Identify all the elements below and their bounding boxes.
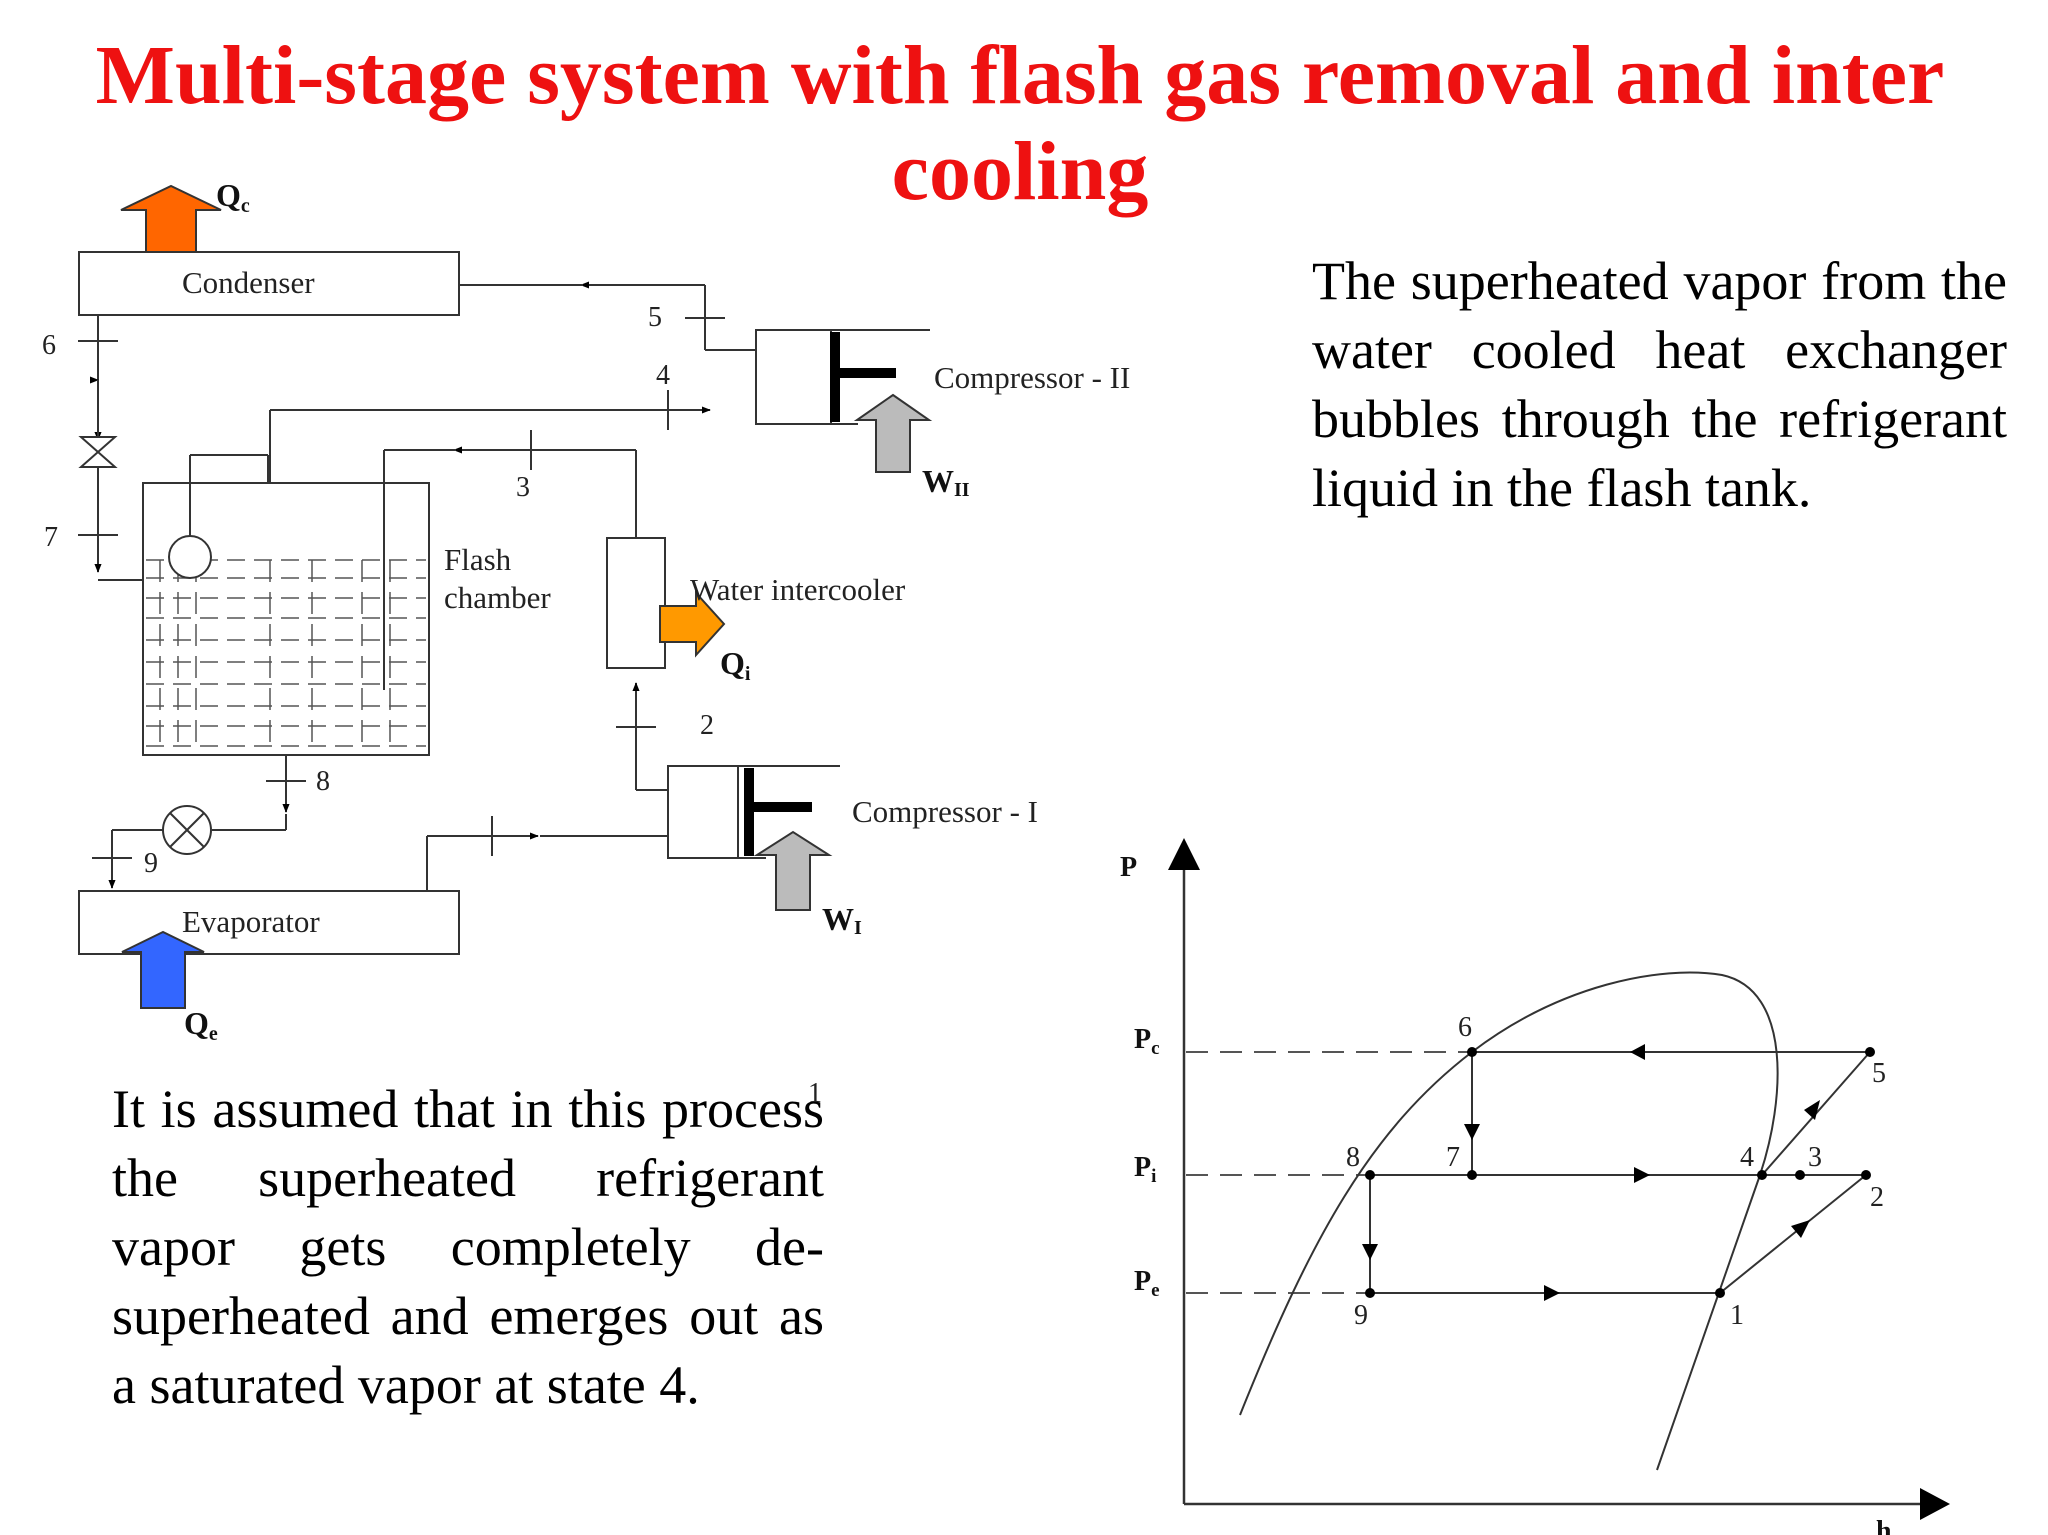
work-input-1-arrow-icon — [753, 830, 833, 911]
heat-rejection-arrow-icon — [120, 184, 222, 259]
state-7-label: 7 — [44, 522, 58, 553]
w1-label: WI — [822, 901, 862, 939]
state-3-label: 3 — [516, 472, 530, 503]
schematic — [78, 184, 933, 1009]
schematic-labels: Condenser Evaporator Flash chamber Water… — [42, 177, 1130, 1109]
y-axis-arrow-icon — [1168, 838, 1200, 870]
state-5-label: 5 — [648, 302, 662, 333]
description-flash-tank: The superheated vapor from the water coo… — [1312, 251, 2007, 518]
ph-point-9: 9 — [1354, 1300, 1368, 1331]
state-6-label: 6 — [42, 330, 56, 361]
description-assumption: It is assumed that in this process the s… — [112, 1079, 824, 1415]
page-title: Multi-stage system with flash gas remova… — [95, 29, 1945, 218]
ph-point-5: 5 — [1872, 1058, 1886, 1089]
intercooler-label: Water intercooler — [690, 572, 906, 607]
qe-label: Qe — [184, 1005, 218, 1045]
x-axis-label: h — [1876, 1516, 1892, 1535]
intercooler-heat-arrow-icon — [659, 590, 726, 658]
work-input-2-arrow-icon — [853, 393, 933, 473]
condenser — [78, 251, 460, 316]
ph-point-7: 7 — [1446, 1142, 1460, 1173]
state-2-label: 2 — [700, 710, 714, 741]
pc-label: Pc — [1134, 1024, 1160, 1059]
pe-label: Pe — [1134, 1266, 1160, 1301]
ph-diagram: P h Pc Pi Pe — [1120, 838, 1950, 1535]
ph-point-3: 3 — [1808, 1142, 1822, 1173]
ph-point-6: 6 — [1458, 1012, 1472, 1043]
water-intercooler — [606, 537, 666, 669]
condenser-label: Condenser — [182, 265, 315, 300]
ph-point-8: 8 — [1346, 1142, 1360, 1173]
ph-point-2: 2 — [1870, 1182, 1884, 1213]
saturation-dome — [1239, 971, 1779, 1471]
compressor-2-label: Compressor - II — [934, 360, 1130, 395]
ph-point-1: 1 — [1730, 1300, 1744, 1331]
heat-absorption-arrow-icon — [121, 930, 205, 1009]
x-axis-arrow-icon — [1920, 1488, 1950, 1520]
flash-label-2: chamber — [444, 580, 551, 615]
float-valve-icon — [168, 535, 212, 579]
state-1-label: 1 — [808, 1078, 822, 1109]
state-4-label: 4 — [656, 360, 670, 391]
state-8-label: 8 — [316, 766, 330, 797]
w2-label: WII — [922, 463, 970, 501]
y-axis-label: P — [1120, 852, 1137, 883]
qc-label: Qc — [216, 177, 250, 217]
qi-label: Qi — [720, 645, 751, 685]
state-9-label: 9 — [144, 848, 158, 879]
pi-label: Pi — [1134, 1152, 1156, 1187]
expansion-valve-icon — [78, 436, 118, 468]
compressor-1 — [667, 765, 739, 859]
flash-label-1: Flash — [444, 542, 512, 577]
compressor-2 — [755, 329, 832, 425]
evaporator-label: Evaporator — [182, 904, 320, 939]
flash-liquid — [146, 559, 426, 747]
compressor-1-label: Compressor - I — [852, 794, 1038, 829]
ph-point-4: 4 — [1740, 1142, 1754, 1173]
flash-chamber — [142, 482, 430, 756]
